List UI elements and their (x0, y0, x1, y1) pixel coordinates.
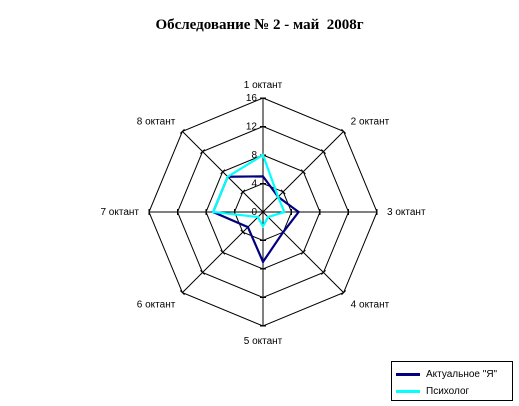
axis-tick-mark (320, 269, 326, 275)
legend-label-series-2: Психолог (426, 385, 470, 397)
axis-tick-mark (240, 229, 246, 235)
radar-labels: 0 4 8 12 16 1 октант 2 октант 3 октант 4 октант 5… (100, 80, 425, 347)
tick-label-8: 8 (251, 150, 257, 161)
octant-label-1: 1 октант (244, 80, 283, 91)
axis-tick-mark (220, 249, 226, 255)
tick-label-4: 4 (251, 179, 257, 190)
data-point-series-2-octant-2 (277, 195, 280, 198)
chart-title: Обследование № 2 - май 2008г (155, 17, 364, 33)
legend-swatch-series-1 (396, 372, 420, 376)
data-point-series-2-octant-4 (267, 216, 270, 219)
axis-tick-mark (300, 249, 306, 255)
octant-label-6: 6 октант (137, 300, 176, 311)
axis-tick-mark (179, 290, 185, 296)
axis-tick-mark (200, 149, 206, 155)
tick-label-0: 0 (251, 207, 257, 218)
radar-grid (148, 97, 378, 327)
octant-label-8: 8 октант (137, 116, 176, 127)
axis-tick-mark (341, 128, 347, 134)
data-point-series-1-octant-4 (282, 231, 285, 234)
data-point-series-1-octant-3 (297, 211, 300, 213)
legend: Актуальное "Я" Психолог (391, 361, 513, 401)
data-point-series-2-octant-6 (256, 216, 259, 219)
data-point-series-2-octant-1 (262, 154, 264, 156)
data-point-series-2-octant-7 (212, 211, 215, 213)
octant-label-5: 5 октант (244, 336, 283, 347)
tick-label-12: 12 (246, 122, 258, 133)
data-point-series-1-octant-1 (262, 175, 264, 178)
axis-tick-mark (280, 189, 286, 195)
axis-tick-mark (320, 149, 326, 155)
axis-tick-mark (240, 189, 246, 195)
legend-label-series-1: Актуальное "Я" (426, 368, 498, 380)
axis-tick-mark (300, 169, 306, 175)
axis-tick-mark (341, 290, 347, 296)
octant-label-4: 4 октант (351, 300, 390, 311)
axis-tick-mark (200, 269, 206, 275)
octant-label-3: 3 октант (387, 207, 426, 218)
axis-tick-mark (179, 128, 185, 134)
legend-item-series-2: Психолог (396, 384, 469, 398)
tick-label-16: 16 (246, 93, 258, 104)
data-point-series-2-octant-8 (226, 175, 229, 178)
data-point-series-2-octant-3 (283, 211, 286, 213)
octant-label-7: 7 октант (100, 207, 139, 218)
axis-tick-mark (220, 169, 226, 175)
octant-label-2: 2 октант (351, 116, 390, 127)
radar-series (211, 153, 301, 265)
legend-item-series-1: Актуальное "Я" (396, 367, 497, 381)
legend-swatch-series-2 (396, 389, 420, 393)
data-point-series-1-octant-5 (262, 260, 264, 263)
data-point-series-1-octant-6 (246, 226, 249, 229)
data-point-series-2-octant-5 (262, 225, 264, 228)
